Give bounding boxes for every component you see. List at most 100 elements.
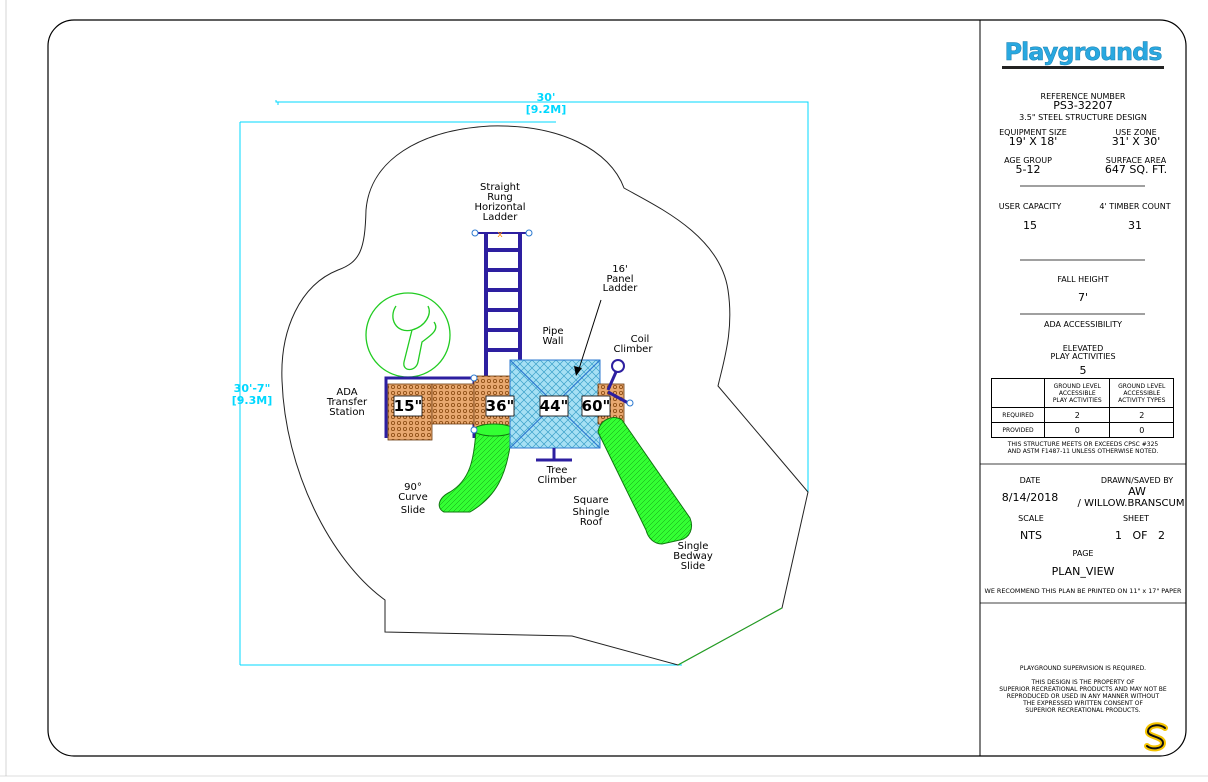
- date: 8/14/2018: [1001, 491, 1059, 504]
- row-value-a: 2: [1043, 407, 1111, 423]
- property-1: THIS DESIGN IS THE PROPERTY OF: [1031, 679, 1135, 686]
- deck-height-labels: 15" 36" 44" 60": [393, 395, 611, 417]
- svg-text:Straight: Straight: [480, 182, 520, 193]
- page-label: PAGE: [1072, 549, 1094, 558]
- row-value-b: 0: [1109, 422, 1174, 438]
- use-zone-label: USE ZONE: [1115, 128, 1157, 137]
- row-value-b: 2: [1109, 407, 1174, 423]
- svg-text:Slide: Slide: [401, 505, 425, 516]
- ada-label: ADA ACCESSIBILITY: [1043, 320, 1123, 329]
- svg-text:ADA: ADA: [336, 387, 357, 398]
- svg-text:44": 44": [540, 397, 569, 415]
- svg-text:Station: Station: [329, 407, 365, 418]
- date-label: DATE: [1019, 476, 1041, 485]
- property-5: SUPERIOR RECREATIONAL PRODUCTS.: [1025, 707, 1141, 714]
- col1-line1: GROUND LEVEL: [1053, 382, 1101, 390]
- table-row: REQUIRED 2 2: [991, 407, 1174, 423]
- col2-line3: ACTIVITY TYPES: [1118, 396, 1166, 404]
- svg-text:Ladder: Ladder: [483, 212, 519, 223]
- plan-labels: Straight Rung Horizontal Ladder 16' Pane…: [326, 182, 713, 572]
- surface-area: 647 SQ. FT.: [1104, 163, 1168, 176]
- svg-text:Wall: Wall: [543, 336, 564, 347]
- svg-text:16': 16': [612, 264, 627, 275]
- elevated-value: 5: [1079, 364, 1087, 377]
- user-capacity-label: USER CAPACITY: [998, 202, 1062, 211]
- svg-text:Horizontal: Horizontal: [474, 202, 525, 213]
- paper-note: WE RECOMMEND THIS PLAN BE PRINTED ON 11"…: [984, 587, 1182, 595]
- svg-text:15": 15": [394, 397, 423, 415]
- table-row: PROVIDED 0 0: [991, 422, 1174, 438]
- row-value-a: 0: [1043, 422, 1111, 438]
- equipment-size-label: EQUIPMENT SIZE: [999, 128, 1067, 137]
- page-name: PLAN_VIEW: [1051, 565, 1115, 578]
- title-block: Playgrounds REFERENCE NUMBER PS3-32207 3…: [980, 20, 1186, 756]
- svg-text:Climber: Climber: [538, 475, 578, 486]
- deck-15b: [431, 383, 475, 425]
- row-label: REQUIRED: [991, 407, 1045, 423]
- compliance-2: AND ASTM F1487-11 UNLESS OTHERWISE NOTED…: [1007, 448, 1159, 455]
- svg-text:Slide: Slide: [681, 561, 705, 572]
- height-dim-m: [9.3M]: [232, 394, 273, 407]
- age-group: 5-12: [1015, 163, 1041, 176]
- svg-text:Single: Single: [678, 541, 709, 552]
- compliance-1: THIS STRUCTURE MEETS OR EXCEEDS CPSC #32…: [1007, 441, 1159, 448]
- svg-text:90°: 90°: [404, 482, 422, 493]
- height-dim-ft: 30'-7": [234, 382, 271, 395]
- width-dim-m: [9.2M]: [526, 103, 567, 116]
- playgrounds-logo: Playgrounds: [1004, 38, 1163, 67]
- scale-label: SCALE: [1018, 514, 1044, 523]
- elevated-label-1: ELEVATED: [1062, 344, 1104, 353]
- equipment-size: 19' X 18': [1008, 135, 1058, 148]
- fall-height-label: FALL HEIGHT: [1057, 275, 1109, 284]
- scale: NTS: [1020, 529, 1042, 542]
- svg-text:Transfer: Transfer: [326, 397, 368, 408]
- col2-line2: ACCESSIBLE: [1123, 389, 1161, 397]
- svg-text:Coil: Coil: [631, 334, 650, 345]
- timber-count-label: 4' TIMBER COUNT: [1099, 202, 1171, 211]
- design-description: 3.5" STEEL STRUCTURE DESIGN: [1019, 113, 1147, 122]
- reference-label: REFERENCE NUMBER: [1040, 92, 1126, 101]
- superior-s-logo-icon: [1144, 722, 1168, 752]
- svg-text:Ladder: Ladder: [603, 283, 639, 294]
- svg-text:Climber: Climber: [614, 344, 654, 355]
- svg-text:Rung: Rung: [487, 192, 513, 203]
- use-zone: 31' X 30': [1111, 135, 1161, 148]
- width-dim-ft: 30': [537, 91, 556, 104]
- supervision-note: PLAYGROUND SUPERVISION IS REQUIRED.: [1019, 665, 1147, 672]
- svg-text:x: x: [497, 230, 503, 240]
- svg-text:Square: Square: [573, 495, 608, 506]
- timber-count: 31: [1128, 219, 1142, 232]
- property-2: SUPERIOR RECREATIONAL PRODUCTS AND MAY N…: [999, 686, 1167, 693]
- fall-height: 7': [1077, 291, 1089, 304]
- svg-text:36": 36": [486, 397, 515, 415]
- sheet-border: [47, 19, 1187, 757]
- property-3: REPRODUCED OR USED IN ANY MANNER WITHOUT: [1006, 693, 1160, 700]
- bedway-slide: [597, 417, 693, 545]
- ada-logo-icon: [365, 292, 451, 378]
- svg-text:Curve: Curve: [398, 492, 428, 503]
- reference-number: PS3-32207: [1053, 99, 1113, 112]
- svg-text:Panel: Panel: [607, 274, 634, 285]
- property-4: THE EXPRESSED WRITTEN CONSENT OF: [1023, 700, 1143, 707]
- title-block-rules: [980, 185, 1186, 604]
- row-label: PROVIDED: [991, 422, 1045, 438]
- col1-line3: PLAY ACTIVITIES: [1052, 396, 1102, 404]
- accessibility-table: GROUND LEVEL ACCESSIBLE PLAY ACTIVITIES …: [991, 378, 1174, 438]
- panel-ladder-leader: [577, 299, 602, 373]
- svg-text:Bedway: Bedway: [673, 551, 713, 562]
- col1-line2: ACCESSIBLE: [1058, 389, 1096, 397]
- svg-text:Shingle: Shingle: [572, 507, 609, 518]
- horizontal-ladder: [476, 232, 528, 380]
- svg-text:Tree: Tree: [546, 465, 568, 476]
- use-zone-dimensions: [239, 100, 809, 666]
- elevated-label-2: PLAY ACTIVITIES: [1050, 352, 1116, 361]
- use-zone-outline: [281, 125, 809, 666]
- drawn-initials: AW: [1128, 485, 1146, 498]
- svg-text:Roof: Roof: [580, 517, 603, 528]
- svg-text:60": 60": [582, 397, 611, 415]
- logo-underline: [1002, 66, 1164, 74]
- user-capacity: 15: [1023, 219, 1037, 232]
- col2-line1: GROUND LEVEL: [1118, 382, 1166, 390]
- surface-area-label: SURFACE AREA: [1105, 156, 1167, 165]
